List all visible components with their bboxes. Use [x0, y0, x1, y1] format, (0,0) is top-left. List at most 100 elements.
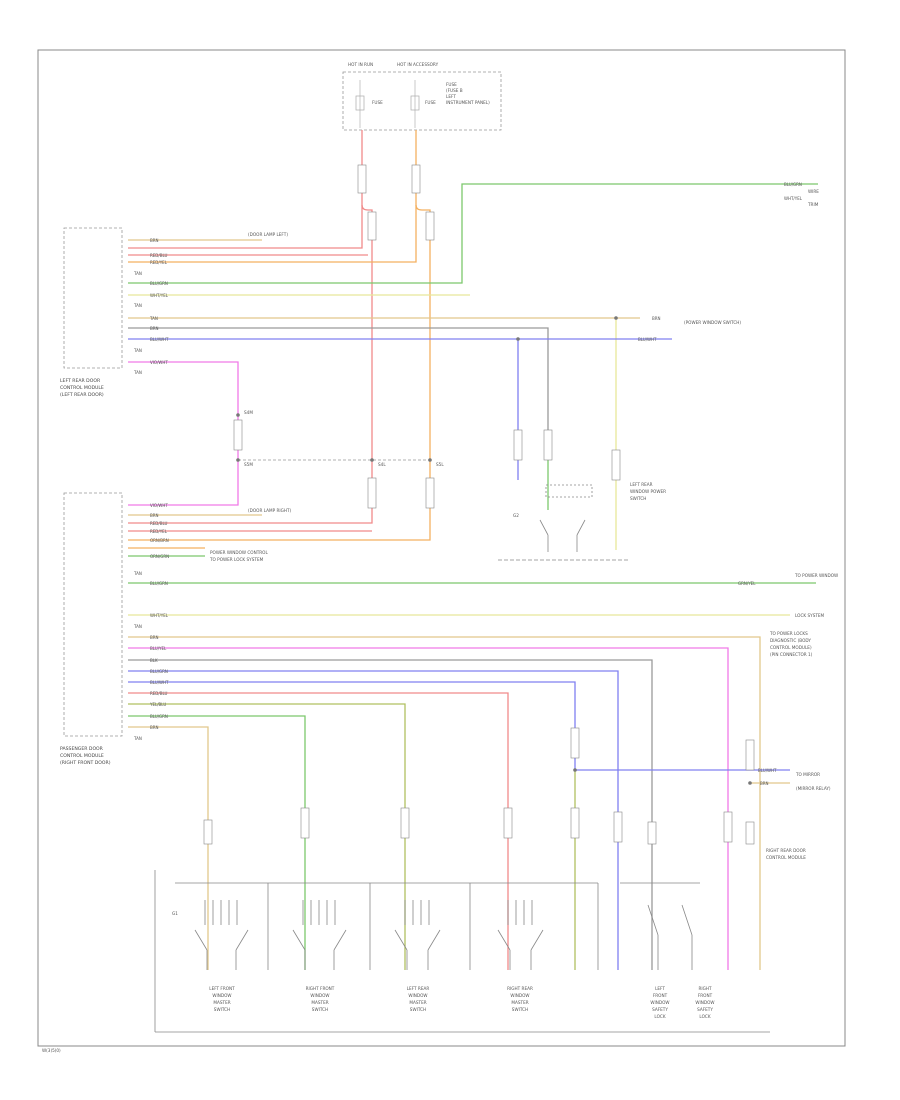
wire-labels-right: BLU/GRN WHT/YEL BRN BLU/WHT BRN GRN/YEL … — [638, 182, 803, 786]
wire-label: ORN/GRN — [150, 554, 169, 559]
wire-blue-b4 — [128, 670, 619, 970]
wire-red-top — [128, 205, 363, 249]
splice-1: S4M — [244, 410, 253, 415]
notes: (DOOR LAMP LEFT) (DOOR LAMP RIGHT) POWER… — [172, 189, 838, 916]
wire-label: TAN — [133, 271, 142, 276]
hot-label-1: HOT IN RUN — [348, 62, 373, 67]
left-rear-window-switch — [498, 484, 628, 561]
fuse-caption-2: (FUSE B — [446, 88, 463, 93]
switch-caption: WINDOW — [695, 1000, 714, 1005]
footer-code: W(3)5(0) — [42, 1048, 61, 1053]
right-lower-1: TO POWER WINDOW — [794, 573, 838, 578]
right-edge-top-2: TRIM — [807, 202, 819, 207]
wire-label: BRN — [150, 238, 159, 243]
wire-labels-lower: VIO/WHT BRN RED/BLU RED/YEL ORN/BRN ORN/… — [133, 503, 169, 629]
wire-label: GRN/YEL — [738, 581, 756, 586]
wire-labels-top: BRN RED/BLU RED/YEL TAN BLU/GRN WHT/YEL … — [133, 238, 169, 308]
switch-caption: WINDOW — [510, 993, 529, 998]
rear-module: PASSENGER DOOR CONTROL MODULE (RIGHT FRO… — [60, 492, 123, 766]
switch-left-rear-master — [394, 900, 441, 970]
wire-label: BLK — [150, 658, 158, 663]
wire-label: BLU/WHT — [758, 768, 777, 773]
splice-2: S5M — [244, 462, 253, 467]
wire-label: ORN/BRN — [150, 538, 169, 543]
wire-label: RED/BLU — [150, 691, 168, 696]
switch-caption: WINDOW — [650, 1000, 669, 1005]
switch-captions: LEFT FRONT WINDOW MASTER SWITCH RIGHT FR… — [209, 986, 714, 1019]
switch-caption: LOCK — [699, 1014, 710, 1019]
switch-panel — [154, 870, 770, 1033]
ground-2: G2 — [513, 513, 519, 518]
left-module: LEFT REAR DOOR CONTROL MODULE (LEFT REAR… — [60, 227, 123, 398]
wire-label: RED/BLU — [150, 253, 168, 258]
wire-label: BLU/WHT — [638, 337, 657, 342]
switch-caption: SWITCH — [312, 1007, 328, 1012]
wire-label: BLU/WHT — [150, 680, 169, 685]
switch-caption: LEFT FRONT — [209, 986, 235, 991]
wire-label: TAN — [133, 303, 142, 308]
left-rear-switch-3: SWITCH — [630, 496, 646, 501]
wire-label: BRN — [760, 781, 769, 786]
wire-label: BLU/GRN — [150, 669, 168, 674]
fuse-label-2: FUSE — [425, 100, 436, 105]
door-lamp-right: (DOOR LAMP RIGHT) — [248, 508, 292, 513]
switch-caption: WINDOW — [212, 993, 231, 998]
switch-caption: LEFT — [655, 986, 665, 991]
switch-right-rear-master — [497, 900, 544, 970]
fuse-label-1: FUSE — [372, 100, 383, 105]
power-window-switch: (POWER WINDOW SWITCH) — [684, 320, 741, 325]
right-conn-2: DIAGNOSTIC (BODY — [770, 638, 811, 643]
wire-orange-fuse2 — [128, 130, 431, 541]
switch-caption: WINDOW — [310, 993, 329, 998]
wires — [128, 130, 818, 970]
window-switches — [194, 900, 693, 970]
left-rear-switch-2: WINDOW POWER — [630, 489, 666, 494]
wire-label: VIO/WHT — [150, 360, 168, 365]
connectors — [203, 164, 755, 845]
wire-labels-bottom: BRN BLU/YEL BLK BLU/GRN BLU/WHT RED/BLU … — [133, 635, 169, 741]
wire-tan-b9 — [128, 726, 209, 970]
wire-label: BLU/YEL — [150, 646, 167, 651]
wire-grey-mid — [128, 327, 549, 460]
wire-olive-b7 — [128, 703, 406, 970]
switch-caption: FRONT — [698, 993, 713, 998]
wire-label: BLU/GRN — [784, 182, 802, 187]
wire-label: BLU/GRN — [150, 281, 168, 286]
wire-grey-b3 — [128, 659, 653, 970]
switch-caption: WINDOW — [408, 993, 427, 998]
wire-label: BLU/GRN — [150, 714, 168, 719]
wire-label: TAN — [133, 736, 142, 741]
wire-label: RED/YEL — [150, 260, 168, 265]
switch-caption: RIGHT — [698, 986, 712, 991]
right-lower-2: LOCK SYSTEM — [795, 613, 825, 618]
wire-green-top — [128, 183, 818, 284]
fuse-caption-4: INSTRUMENT PANEL) — [446, 100, 490, 105]
switch-caption: SAFETY — [697, 1007, 713, 1012]
right-rear-module-1: RIGHT REAR DOOR — [766, 848, 806, 853]
switch-caption: LEFT REAR — [407, 986, 430, 991]
wire-label: TAN — [133, 348, 142, 353]
splice-3: S4L — [378, 462, 386, 467]
diagram-frame — [37, 49, 846, 1047]
switch-left-front-master — [194, 900, 249, 970]
wire-red-b6 — [128, 692, 509, 970]
switch-caption: MASTER — [311, 1000, 328, 1005]
right-conn-3: CONTROL MODULE) — [770, 645, 812, 650]
wire-orange-top — [128, 205, 417, 263]
switch-caption: LOCK — [654, 1014, 665, 1019]
switch-caption: RIGHT FRONT — [306, 986, 335, 991]
fuse-box: HOT IN RUN HOT IN ACCESSORY FUSE FUSE FU… — [342, 62, 502, 131]
hot-label-2: HOT IN ACCESSORY — [397, 62, 439, 67]
wire-label: BRN — [150, 326, 159, 331]
left-mid-2: (MIRROR RELAY) — [796, 786, 831, 791]
wire-green-b8 — [128, 715, 306, 970]
switch-caption: SWITCH — [410, 1007, 426, 1012]
right-conn-4: (PIN CONNECTOR 1) — [770, 652, 813, 657]
switch-caption: MASTER — [213, 1000, 230, 1005]
switch-right-front-master — [292, 900, 347, 970]
wire-label: BLU/WHT — [150, 337, 169, 342]
left-mid-1: TO MIRROR — [795, 772, 820, 777]
wire-label: BLU/GRN — [150, 581, 168, 586]
wire-tan-b1 — [128, 636, 761, 970]
wire-pink-b2 — [128, 647, 729, 970]
